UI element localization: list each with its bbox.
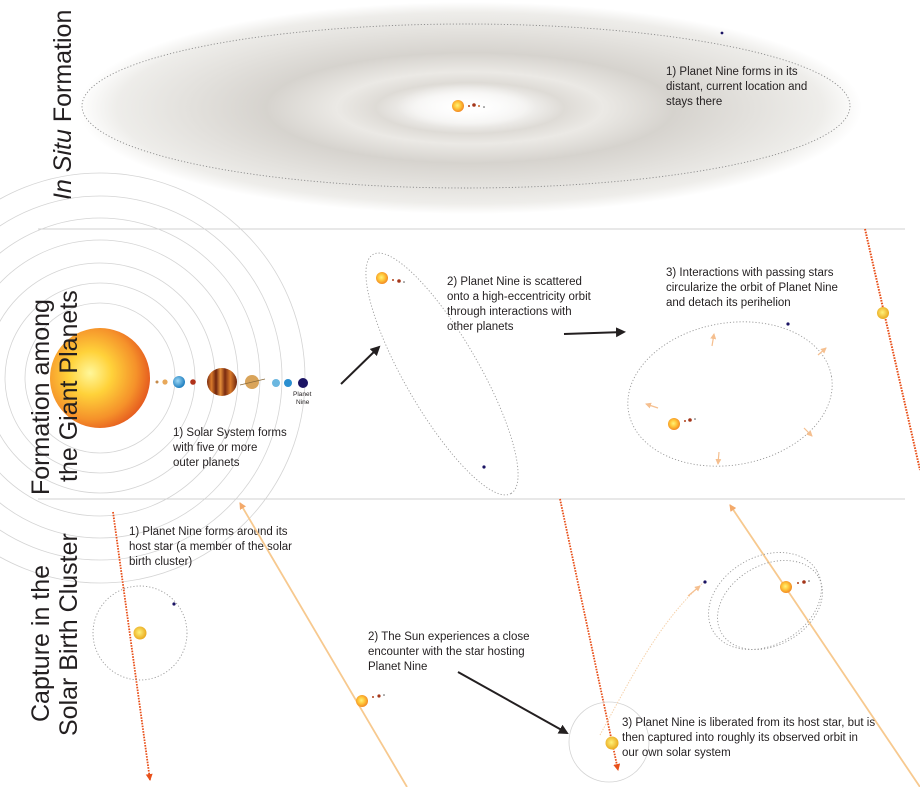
mercury-dot: [155, 380, 159, 384]
planet-nine-host: [172, 602, 176, 606]
host-orbit: [92, 585, 188, 681]
host-star: [133, 626, 147, 640]
svg-text:other planets: other planets: [447, 321, 514, 333]
sun-capturing-planets: [797, 580, 810, 584]
capture-step1: 1) Planet Nine forms around its host sta…: [129, 526, 292, 568]
giant-step1: 1) Solar System forms with five or more …: [172, 427, 287, 469]
svg-text:stays there: stays there: [666, 96, 722, 108]
in-situ-section: 1) Planet Nine forms in its distant, cur…: [49, 2, 862, 214]
arrow-1-to-2: [340, 345, 381, 385]
perturbation-arrows: [645, 333, 827, 465]
svg-text:with five or more: with five or more: [172, 442, 257, 454]
svg-text:Planet Nine: Planet Nine: [368, 661, 427, 673]
capture-title-2: Solar Birth Cluster: [55, 533, 83, 736]
planet-nine-label: Planet Nine: [293, 391, 312, 406]
svg-text:and detach its perihelion: and detach its perihelion: [666, 297, 791, 309]
concentric-orbits: [0, 172, 306, 584]
planet-nine-captured: [703, 580, 707, 584]
planet-nine-escape-path: [599, 581, 705, 736]
planet-row: [155, 368, 308, 396]
earth: [173, 376, 185, 388]
svg-text:encounter with the star hostin: encounter with the star hosting: [368, 646, 525, 658]
svg-text:Nine: Nine: [296, 399, 310, 406]
svg-text:3) Interactions with passing s: 3) Interactions with passing stars: [666, 267, 834, 279]
capture-section: 1) Planet Nine forms around its host sta…: [27, 498, 920, 787]
in-situ-step1: 1) Planet Nine forms in its distant, cur…: [666, 66, 807, 108]
jupiter: [207, 368, 237, 396]
saturn-ring: [239, 378, 266, 386]
passing-star-track-right: [864, 228, 920, 471]
svg-text:1) Planet Nine forms around it: 1) Planet Nine forms around its: [129, 526, 288, 538]
svg-text:Planet: Planet: [293, 391, 312, 398]
svg-text:2) The Sun experiences a close: 2) The Sun experiences a close: [368, 631, 530, 643]
venus-dot: [162, 379, 168, 385]
capture-step3: 3) Planet Nine is liberated from its hos…: [622, 717, 875, 759]
svg-text:1) Solar System forms: 1) Solar System forms: [173, 427, 287, 439]
host-star-track-left: [112, 511, 153, 781]
svg-text:distant, current location and: distant, current location and: [666, 81, 807, 93]
in-situ-title: In Situ Formation: [49, 10, 77, 200]
svg-text:then captured into roughly its: then captured into roughly its observed …: [622, 732, 858, 744]
giant-step3: 3) Interactions with passing stars circu…: [666, 267, 838, 309]
captured-orbit-inner: [717, 560, 823, 650]
planet-nine-detached: [786, 322, 790, 326]
svg-text:1) Planet Nine forms in its: 1) Planet Nine forms in its: [666, 66, 798, 78]
svg-text:3) Planet Nine is liberated fr: 3) Planet Nine is liberated from its hos…: [622, 717, 875, 729]
captured-orbit-outer: [708, 552, 822, 650]
svg-text:birth cluster): birth cluster): [129, 556, 192, 568]
svg-text:our own solar system: our own solar system: [622, 747, 731, 759]
circularized-inner-planets: [684, 418, 696, 422]
eccentric-orbit: [365, 252, 519, 496]
svg-text:circularize the orbit of Plane: circularize the orbit of Planet Nine: [666, 282, 838, 294]
planet-nine-eccentric: [482, 465, 486, 469]
sun-passing: [356, 695, 368, 707]
arrow-2-to-3: [563, 327, 626, 338]
capture-step2: 2) The Sun experiences a close encounter…: [368, 631, 530, 673]
eccentric-inner-planets: [392, 279, 405, 283]
planet-nine-dot: [720, 31, 724, 35]
giant-planets-title-2: the Giant Planets: [55, 290, 83, 482]
circularized-orbit: [627, 321, 833, 467]
svg-text:outer planets: outer planets: [173, 457, 240, 469]
encounter-circle: [568, 701, 650, 783]
giant-planets-title: Formation among: [27, 299, 55, 495]
eccentric-sun: [376, 272, 388, 284]
planet-nine-giant: [298, 378, 308, 388]
sun-passing-planets: [372, 694, 385, 698]
giant-step2: 2) Planet Nine is scattered onto a high-…: [447, 276, 592, 333]
host-star-track-right: [559, 498, 621, 771]
svg-text:host star (a member of the sol: host star (a member of the solar: [129, 541, 292, 553]
sun-track-left: [239, 502, 408, 787]
svg-text:through interactions with: through interactions with: [447, 306, 572, 318]
arrow-encounter: [457, 671, 569, 734]
circularized-sun: [668, 418, 680, 430]
host-star-encounter: [605, 736, 619, 750]
inner-planets-dots: [468, 103, 485, 108]
mars: [190, 379, 196, 385]
sun: [452, 100, 464, 112]
disk-inner-glow: [396, 84, 536, 128]
svg-text:2) Planet Nine is scattered: 2) Planet Nine is scattered: [447, 276, 582, 288]
giant-planets-section: Planet Nine 1) Solar System forms with f…: [0, 172, 920, 584]
large-sun: [50, 328, 150, 428]
neptune: [284, 379, 292, 387]
planet-nine-escape-arrow: [687, 585, 701, 597]
passing-star-right: [877, 307, 889, 319]
uranus: [272, 379, 280, 387]
sun-capturing: [780, 581, 792, 593]
svg-text:onto a high-eccentricity orbit: onto a high-eccentricity orbit: [447, 291, 592, 303]
capture-title: Capture in the: [27, 565, 55, 722]
sun-track-right: [729, 504, 920, 787]
planet-nine-orbit: [81, 23, 851, 189]
